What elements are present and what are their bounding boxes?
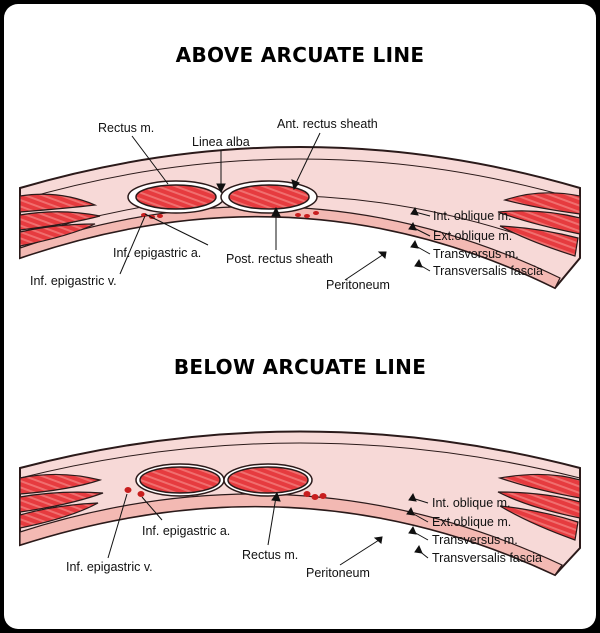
below-leader-lines	[107, 491, 429, 566]
label-int-oblique-above: Int. oblique m.	[433, 209, 512, 223]
above-right-lateral-muscles	[497, 192, 581, 257]
below-left-lateral-muscles	[19, 473, 104, 529]
label-int-oblique-below: Int. oblique m.	[432, 496, 511, 510]
label-rectus-above: Rectus m.	[98, 121, 154, 135]
label-rectus-below: Rectus m.	[242, 548, 298, 562]
label-inf-epigastric-a-below: Inf. epigastric a.	[142, 524, 230, 538]
label-peritoneum-above: Peritoneum	[326, 278, 390, 292]
above-title: ABOVE ARCUATE LINE	[175, 43, 425, 67]
above-section: Rectus m. Linea alba Ant. rectus sheath …	[19, 117, 581, 292]
below-epigastric-vessels	[124, 487, 327, 500]
label-post-rectus-sheath: Post. rectus sheath	[226, 252, 333, 266]
label-linea-alba: Linea alba	[192, 135, 250, 149]
below-right-lateral-muscles	[497, 473, 581, 541]
label-ext-oblique-above: Ext.oblique m.	[433, 229, 512, 243]
label-transversalis-above: Transversalis fascia	[433, 264, 543, 278]
above-left-lateral-muscles	[19, 193, 101, 247]
label-ant-rectus-sheath: Ant. rectus sheath	[277, 117, 378, 131]
label-inf-epigastric-a-above: Inf. epigastric a.	[113, 246, 201, 260]
above-epigastric-vessels	[141, 211, 319, 219]
label-inf-epigastric-v-above: Inf. epigastric v.	[30, 274, 117, 288]
above-leader-lines	[119, 132, 431, 281]
label-ext-oblique-below: Ext.oblique m.	[432, 515, 511, 529]
below-peritoneum-band	[19, 493, 563, 576]
below-title: BELOW ARCUATE LINE	[173, 355, 427, 379]
label-transversus-below: Transversus m.	[432, 533, 518, 547]
label-transversus-above: Transversus m.	[433, 247, 519, 261]
label-inf-epigastric-v-below: Inf. epigastric v.	[66, 560, 153, 574]
label-peritoneum-below: Peritoneum	[306, 566, 370, 580]
below-section: Inf. epigastric a. Inf. epigastric v. Re…	[19, 430, 581, 580]
label-transversalis-below: Transversalis fascia	[432, 551, 542, 565]
